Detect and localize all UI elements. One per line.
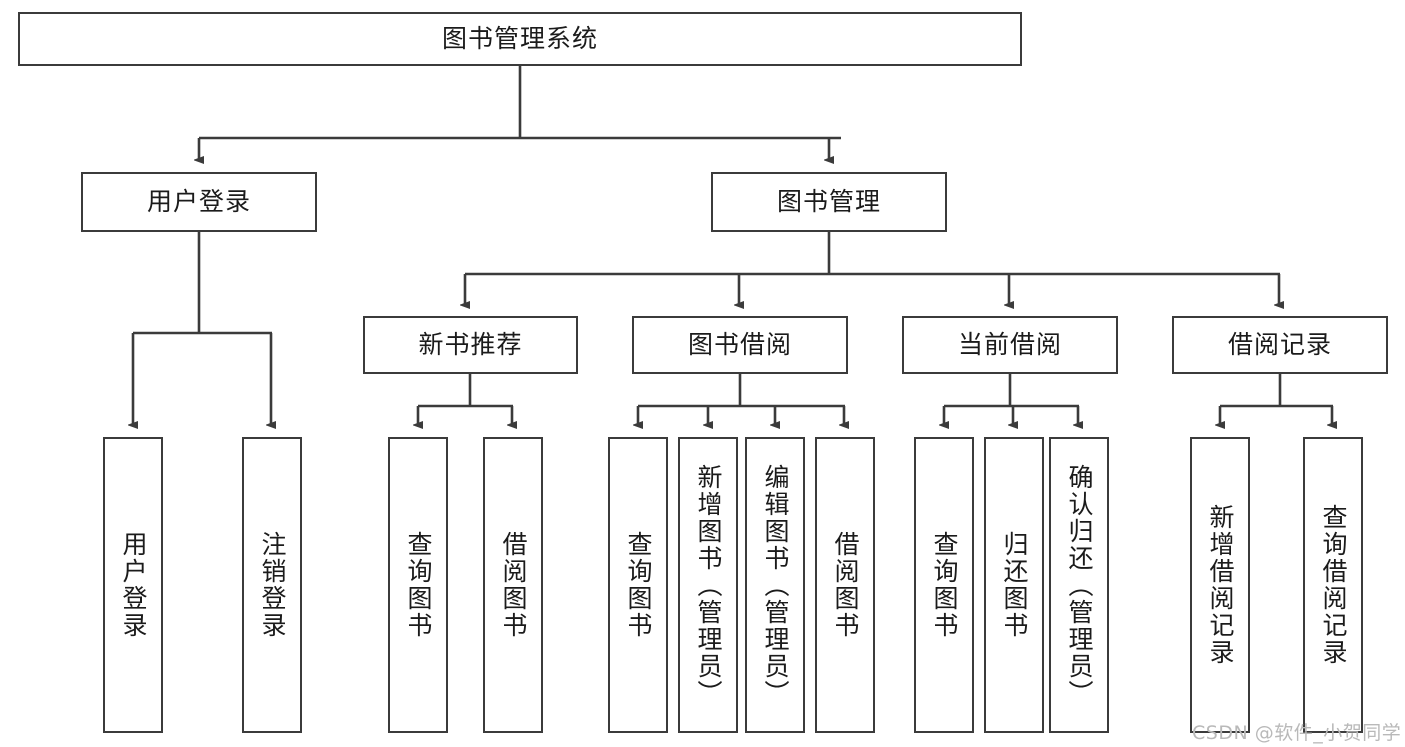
node-label: 借阅图书 [499,531,528,639]
node-label: 确认归还（管理员） [1065,463,1094,707]
node-label: 图书管理 [776,187,881,217]
node-new-book-recommend[interactable]: 新书推荐 [363,316,578,374]
node-borrow-record[interactable]: 借阅记录 [1172,316,1388,374]
node-leaf-query-book-3[interactable]: 查询图书 [914,437,974,733]
node-leaf-confirm-return[interactable]: 确认归还（管理员） [1049,437,1109,733]
node-leaf-add-record[interactable]: 新增借阅记录 [1190,437,1250,733]
node-user-login[interactable]: 用户登录 [81,172,317,232]
node-leaf-borrow-book-1[interactable]: 借阅图书 [483,437,543,733]
node-label: 图书管理系统 [441,24,598,54]
node-book-manage[interactable]: 图书管理 [711,172,947,232]
node-label: 借阅图书 [831,531,860,639]
node-label: 新增图书（管理员） [694,463,723,707]
node-leaf-user-login[interactable]: 用户登录 [103,437,163,733]
node-label: 新增借阅记录 [1206,504,1235,666]
node-label: 编辑图书（管理员） [761,463,790,707]
node-leaf-user-logout[interactable]: 注销登录 [242,437,302,733]
node-label: 图书借阅 [687,330,792,360]
node-label: 用户登录 [146,187,251,217]
node-label: 当前借阅 [957,330,1062,360]
node-label: 查询借阅记录 [1319,504,1348,666]
node-label: 借阅记录 [1227,330,1332,360]
node-leaf-query-record[interactable]: 查询借阅记录 [1303,437,1363,733]
node-label: 查询图书 [930,531,959,639]
node-label: 新书推荐 [418,330,523,360]
node-label: 归还图书 [1000,531,1029,639]
node-book-borrow[interactable]: 图书借阅 [632,316,848,374]
node-leaf-query-book-2[interactable]: 查询图书 [608,437,668,733]
node-leaf-query-book-1[interactable]: 查询图书 [388,437,448,733]
node-leaf-add-book[interactable]: 新增图书（管理员） [678,437,738,733]
node-leaf-return-book[interactable]: 归还图书 [984,437,1044,733]
node-current-borrow[interactable]: 当前借阅 [902,316,1118,374]
node-leaf-edit-book[interactable]: 编辑图书（管理员） [745,437,805,733]
node-root-system[interactable]: 图书管理系统 [18,12,1022,66]
node-label: 注销登录 [258,531,287,639]
csdn-watermark: CSDN @软件_小贺同学 [1192,722,1402,744]
node-label: 查询图书 [624,531,653,639]
node-label: 用户登录 [119,531,148,639]
node-label: 查询图书 [404,531,433,639]
node-leaf-borrow-book-2[interactable]: 借阅图书 [815,437,875,733]
